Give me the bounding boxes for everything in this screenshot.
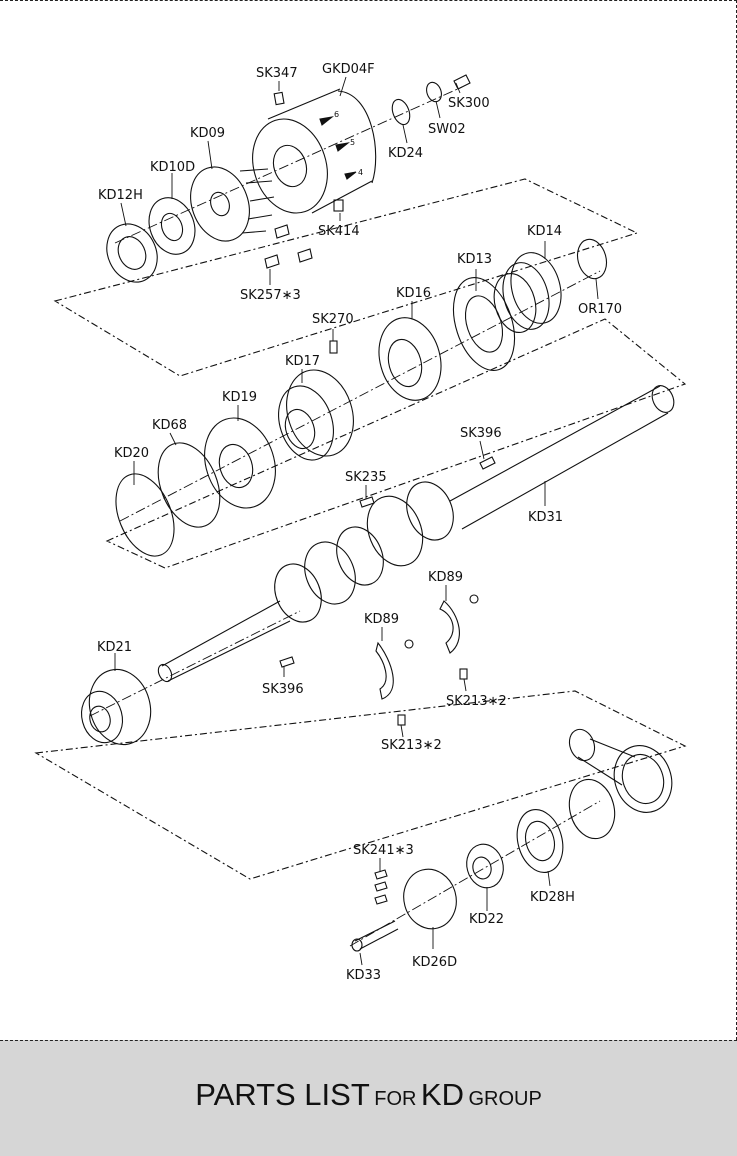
kd68-kd20-rings: [115, 442, 221, 557]
kd10d-flange: [148, 197, 196, 255]
label-sk396-bottom: SK396: [262, 682, 304, 697]
kd14-kd13-or170: [452, 238, 608, 372]
label-kd14: KD14: [527, 224, 562, 239]
group-boundaries: [34, 178, 687, 880]
label-sk414: SK414: [318, 224, 360, 239]
kd89-clamps: [375, 594, 479, 726]
label-kd10d: KD10D: [150, 160, 195, 175]
label-kd16: KD16: [396, 286, 431, 301]
label-kd33: KD33: [346, 968, 381, 983]
label-sk213-left: SK213∗2: [381, 738, 442, 753]
label-gkd04f: GKD04F: [322, 62, 375, 77]
label-kd19: KD19: [222, 390, 257, 405]
label-sk235: SK235: [345, 470, 387, 485]
label-sk241: SK241∗3: [353, 843, 414, 858]
kd17-kd19: [204, 340, 354, 509]
dial-mark-5: 5: [350, 138, 355, 147]
label-sk300: SK300: [448, 96, 490, 111]
kd31-crankshaft: [157, 385, 675, 683]
footer-word-group: GROUP: [468, 1088, 542, 1110]
kd16-bearing: [378, 317, 442, 401]
label-kd24: KD24: [388, 146, 423, 161]
label-kd28h: KD28H: [530, 890, 575, 905]
label-kd26d: KD26D: [412, 955, 457, 970]
footer-word-kd: KD: [420, 1077, 464, 1112]
footer-title: PARTS LIST FOR KD GROUP: [0, 1077, 737, 1113]
label-sw02: SW02: [428, 122, 466, 137]
footer-banner: PARTS LIST FOR KD GROUP: [0, 1040, 737, 1156]
label-kd20: KD20: [114, 446, 149, 461]
gkd04f-dial: [252, 88, 377, 214]
label-sk270: SK270: [312, 312, 354, 327]
top-hardware: [264, 74, 471, 269]
boundary-middle: [105, 318, 687, 569]
label-or170: OR170: [578, 302, 622, 317]
label-sk213-right: SK213∗2: [446, 694, 507, 709]
axis-lines: [89, 86, 601, 947]
label-kd13: KD13: [457, 252, 492, 267]
footer-word-parts-list: PARTS LIST: [195, 1077, 370, 1112]
boundary-top: [53, 178, 639, 377]
dial-mark-4: 4: [358, 168, 363, 177]
kd21-bearing: [80, 668, 152, 746]
bottom-assembly: [351, 728, 673, 952]
boundary-bottom: [34, 690, 687, 880]
label-kd89-right: KD89: [428, 570, 463, 585]
part-labels: SK347 GKD04F SK300 SW02 KD24 KD09 KD10D …: [97, 62, 622, 983]
exploded-parts-diagram: SK347 GKD04F SK300 SW02 KD24 KD09 KD10D …: [0, 0, 737, 1040]
label-sk347: SK347: [256, 66, 298, 81]
label-sk257: SK257∗3: [240, 288, 301, 303]
label-kd22: KD22: [469, 912, 504, 927]
label-kd09: KD09: [190, 126, 225, 141]
label-kd89-left: KD89: [364, 612, 399, 627]
dial-mark-6: 6: [334, 110, 339, 119]
label-kd68: KD68: [152, 418, 187, 433]
label-kd17: KD17: [285, 354, 320, 369]
footer-word-for: FOR: [374, 1088, 417, 1110]
diagram-svg: SK347 GKD04F SK300 SW02 KD24 KD09 KD10D …: [34, 62, 687, 983]
label-kd21: KD21: [97, 640, 132, 655]
label-sk396-top: SK396: [460, 426, 502, 441]
kd12h-plate: [106, 223, 158, 283]
leader-lines: [114, 76, 599, 966]
label-kd12h: KD12H: [98, 188, 143, 203]
label-kd31: KD31: [528, 510, 563, 525]
